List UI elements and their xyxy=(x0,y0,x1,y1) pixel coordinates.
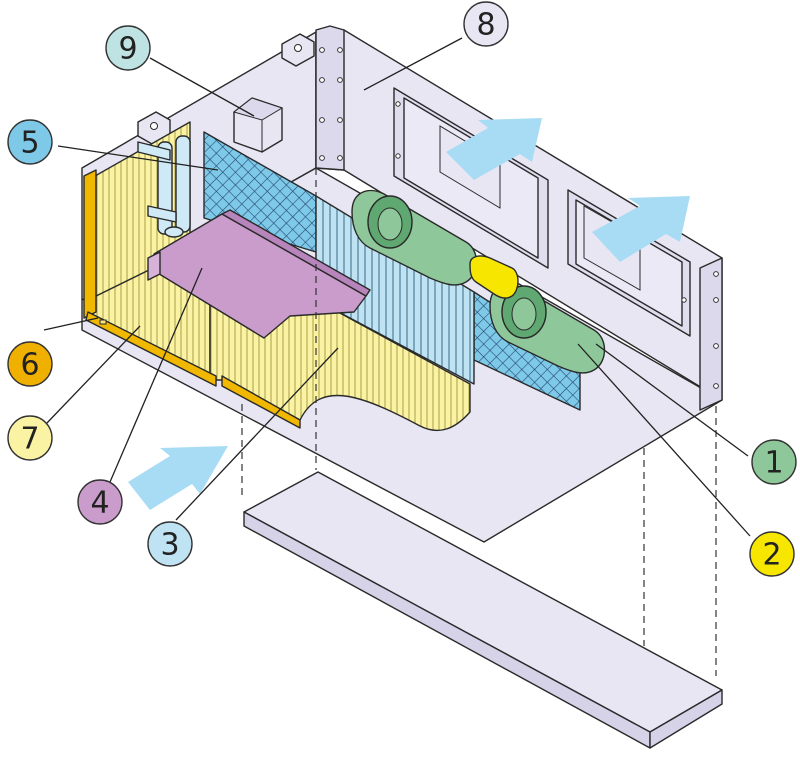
control-box xyxy=(232,97,284,153)
callout-filter: 5 xyxy=(7,119,53,165)
callout-casing: 8 xyxy=(463,1,509,47)
callout-motor: 2 xyxy=(749,531,795,577)
callout-circle xyxy=(463,1,509,47)
callout-number: 3 xyxy=(160,528,179,563)
assembly-guide-lines xyxy=(241,168,717,676)
motor xyxy=(469,255,519,299)
callout-circle xyxy=(7,119,53,165)
callout-coil: 3 xyxy=(147,521,193,567)
drain-pan xyxy=(147,209,371,339)
casing-rivets xyxy=(319,47,719,389)
callout-circle xyxy=(147,521,193,567)
hanger-bracket-left xyxy=(137,111,171,145)
callout-drain-pan: 4 xyxy=(77,479,123,525)
callout-number: 2 xyxy=(762,538,781,573)
callout-number: 1 xyxy=(764,446,783,481)
callout-number: 7 xyxy=(20,422,39,457)
callout-circle xyxy=(749,531,795,577)
fan-left xyxy=(351,189,478,286)
callout-number: 5 xyxy=(20,126,39,161)
airflow-out-arrow-right xyxy=(592,196,690,262)
callout-circle xyxy=(751,439,797,485)
callout-control-box: 9 xyxy=(105,25,151,71)
callout-circle xyxy=(105,25,151,71)
pipes xyxy=(137,135,191,238)
bottom-cover-panel xyxy=(243,471,723,749)
insulation-frame xyxy=(83,169,301,429)
callout-number: 9 xyxy=(118,32,137,67)
callouts: 1 2 3 4 5 6 7 8 9 xyxy=(7,1,797,577)
callout-number: 8 xyxy=(476,8,495,43)
callout-number: 4 xyxy=(90,486,109,521)
hanger-bracket-right xyxy=(281,33,315,67)
leader-lines xyxy=(43,37,751,537)
callout-circle xyxy=(7,415,53,461)
airflow-out-arrow-left xyxy=(446,118,542,180)
callout-number: 6 xyxy=(20,348,39,383)
callout-insulation-frame: 6 xyxy=(7,341,53,387)
callout-fan: 1 xyxy=(751,439,797,485)
callout-insulation: 7 xyxy=(7,415,53,461)
fan-right xyxy=(489,283,606,374)
callout-circle xyxy=(77,479,123,525)
callout-circle xyxy=(7,341,53,387)
airflow-in-arrow xyxy=(128,446,228,510)
